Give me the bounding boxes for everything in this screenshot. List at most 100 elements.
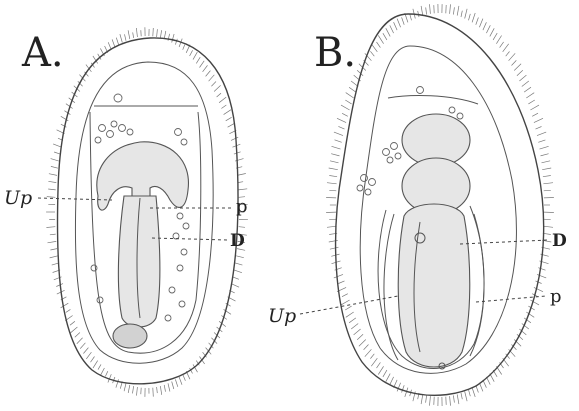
cilium-stroke [233,277,239,280]
panel-b: B. [268,4,567,406]
panel-a-label-p: p [236,196,248,217]
cilium-stroke [341,105,350,110]
cilium-stroke [175,379,177,386]
cilium-stroke [486,25,490,33]
cilium-stroke [120,34,122,42]
cilium-stroke [490,28,494,36]
cilium-stroke [537,132,546,136]
cilium-stroke [136,28,137,37]
cilium-stroke [206,71,211,77]
cilium-stroke [461,11,462,17]
cilium-stroke [164,385,165,392]
cilium-stroke [196,57,200,63]
cilium-stroke [534,118,543,122]
cilium-stroke [371,358,377,366]
cilium-stroke [157,29,158,37]
cilium-stroke [465,392,467,402]
cilium-stroke [153,28,154,36]
cilium-stroke [86,352,91,359]
cilium-stroke [517,70,523,76]
cilium-stroke [476,18,479,25]
cilium-stroke [354,329,361,335]
cilium-stroke [238,189,247,190]
cilium-stroke [71,327,78,333]
cilium-stroke [540,146,549,149]
cilium-stroke [54,152,60,154]
cilium-stroke [526,93,534,98]
cilium-stroke [364,345,369,350]
cilium-stroke [383,33,387,40]
cilium-stroke [457,394,459,404]
cilium-stroke [479,19,483,28]
cilium-stroke [50,256,58,258]
panel-b-main-body [398,204,470,367]
cilium-stroke [133,386,134,393]
cilium-stroke [50,234,56,235]
cilium-stroke [457,6,459,16]
cilium-stroke [66,309,71,312]
cilium-stroke [190,50,193,56]
cilium-stroke [183,45,185,50]
cilium-stroke [239,227,245,228]
panel-a-letter: A. [21,30,64,76]
cilium-stroke [128,30,130,39]
cilium-stroke [203,65,208,71]
cilium-stroke [532,113,538,116]
cilium-stroke [377,362,381,368]
cilium-stroke [461,393,462,399]
cilium-stroke [528,100,534,104]
panel-b-label-up: Up [268,305,296,327]
cilium-stroke [378,35,383,43]
cilium-stroke [472,388,475,397]
cilium-stroke [105,371,107,376]
cilium-stroke [483,22,487,30]
cilium-stroke [365,349,372,356]
cilium-stroke [430,396,431,406]
cilium-stroke [359,340,366,347]
panel-b-label-p: p [550,286,562,307]
cilium-stroke [450,396,451,406]
cilium-stroke [370,51,374,56]
panel-b-shell-line [388,96,478,104]
cilium-stroke [51,159,59,162]
cilium-stroke [453,7,454,14]
cilium-stroke [49,174,57,176]
cilium-stroke [160,386,161,395]
cilium-stroke [226,117,232,121]
cilium-stroke [346,93,354,98]
cilium-stroke [209,75,215,81]
cilium-stroke [514,64,521,71]
cilium-stroke [351,324,358,330]
cilium-stroke [231,137,238,140]
cilium-stroke [337,118,346,122]
cilium-stroke [52,263,59,265]
cilium-stroke [160,30,161,38]
cilium-stroke [124,383,126,391]
cilium-stroke [469,14,471,20]
cilium-stroke [48,181,56,182]
cilium-stroke [512,60,517,65]
cilium-stroke [329,219,336,220]
cilium-stroke [100,368,104,376]
panel-a-label-d: D [230,231,245,251]
cilium-stroke [386,374,390,382]
cilium-stroke [524,87,531,92]
cilium-stroke [542,168,551,170]
cilium-stroke [397,19,401,28]
cilium-stroke [93,361,98,369]
cilium-stroke [426,395,427,402]
cilium-stroke [342,113,348,116]
panel-a: A. [4,27,248,397]
cilium-stroke [200,61,205,68]
cilium-stroke [334,132,343,136]
cilium-stroke [542,161,551,163]
cilium-stroke [538,268,545,271]
cilium-stroke [116,38,118,45]
cilium-stroke [172,382,174,390]
cilium-stroke [112,39,115,47]
cilium-stroke [349,87,356,92]
cilium-stroke [331,154,339,156]
cilium-stroke [125,34,127,40]
cilium-stroke [349,318,356,323]
cilium-stroke [469,390,471,397]
